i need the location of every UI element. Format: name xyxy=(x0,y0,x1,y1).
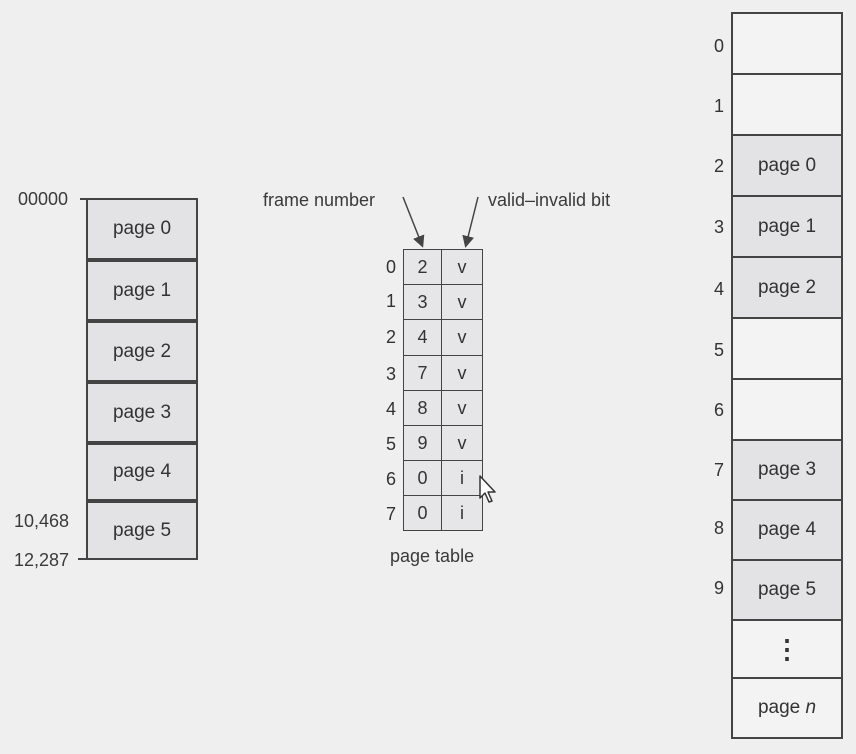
physical-frame-label: page 1 xyxy=(757,215,817,237)
address-end-label: 12,287 xyxy=(14,550,70,570)
physical-frame-index: 2 xyxy=(713,156,724,176)
page-table-index: 3 xyxy=(385,364,396,384)
frame-number-label: frame number xyxy=(263,190,376,210)
physical-frame-label: page 0 xyxy=(757,154,817,176)
physical-frame-6 xyxy=(731,378,843,441)
logical-page-0: page 0 xyxy=(86,198,198,260)
physical-frame-index: 3 xyxy=(713,217,724,237)
logical-page-label: page 3 xyxy=(112,401,172,423)
page-table-frame-cell: 9 xyxy=(403,425,442,461)
physical-frame-2: page 0 xyxy=(731,134,843,197)
physical-frame-index: 9 xyxy=(713,578,724,598)
page-table-index: 0 xyxy=(385,257,396,277)
physical-frame-index: 7 xyxy=(713,460,724,480)
physical-frame-label: page 4 xyxy=(757,519,817,540)
page-table-index: 5 xyxy=(385,434,396,454)
physical-frame-label: page 3 xyxy=(757,459,817,480)
page-table-bit-cell: v xyxy=(441,249,483,285)
physical-frame-index: 1 xyxy=(713,96,724,116)
vertical-ellipsis-icon: ⋮ xyxy=(774,633,800,664)
logical-page-label: page 2 xyxy=(112,340,172,362)
page-n-prefix: page xyxy=(757,697,806,718)
page-table-index: 1 xyxy=(385,291,396,311)
page-table-index: 6 xyxy=(385,469,396,489)
physical-frame-8: page 4 xyxy=(731,499,843,561)
valid-bit-arrow xyxy=(462,196,479,248)
physical-frame-9: page 5 xyxy=(731,559,843,621)
physical-frame-5 xyxy=(731,317,843,380)
page-table-frame-cell: 2 xyxy=(403,249,442,285)
page-table-index: 2 xyxy=(385,327,396,347)
logical-page-5: page 5 xyxy=(86,501,198,560)
logical-page-label: page 5 xyxy=(112,519,172,541)
physical-frame-3: page 1 xyxy=(731,195,843,258)
address-start-label: 00000 xyxy=(18,189,69,209)
address-page5-label: 10,468 xyxy=(14,511,70,531)
page-table-frame-cell: 4 xyxy=(403,319,442,356)
physical-frame-0 xyxy=(731,12,843,75)
logical-page-label: page 0 xyxy=(112,218,172,239)
physical-frame-index: 0 xyxy=(713,36,724,56)
page-table-bit-cell: v xyxy=(441,284,483,320)
physical-frame-ellipsis: ⋮ xyxy=(731,619,843,679)
page-table-index: 7 xyxy=(385,504,396,524)
logical-page-4: page 4 xyxy=(86,443,198,501)
page-table-frame-cell: 3 xyxy=(403,284,442,320)
logical-page-label: page 1 xyxy=(112,279,172,301)
logical-page-2: page 2 xyxy=(86,321,198,382)
logical-page-label: page 4 xyxy=(112,461,172,482)
page-table-frame-cell: 0 xyxy=(403,495,442,531)
valid-invalid-bit-label: valid–invalid bit xyxy=(488,190,611,210)
address-start-tick xyxy=(80,198,88,200)
physical-frame-7: page 3 xyxy=(731,439,843,501)
physical-frame-label: page 5 xyxy=(757,579,817,600)
page-table-frame-cell: 7 xyxy=(403,355,442,391)
page-table-index: 4 xyxy=(385,399,396,419)
page-table-bit-cell: v xyxy=(441,425,483,461)
physical-frame-index: 5 xyxy=(713,340,724,360)
page-n-variable: n xyxy=(805,697,817,718)
physical-frame-label: page 2 xyxy=(757,276,817,298)
mouse-cursor-icon xyxy=(479,475,496,503)
logical-page-1: page 1 xyxy=(86,260,198,321)
page-table-bit-cell: i xyxy=(441,460,483,496)
page-table-bit-cell: v xyxy=(441,390,483,426)
physical-frame-n: page n xyxy=(731,677,843,739)
physical-frame-label: page n xyxy=(758,697,816,719)
physical-frame-index: 6 xyxy=(713,400,724,420)
logical-page-3: page 3 xyxy=(86,382,198,443)
page-table-bit-cell: v xyxy=(441,355,483,391)
frame-number-arrow xyxy=(402,196,425,248)
physical-frame-index: 8 xyxy=(713,518,724,538)
physical-frame-1 xyxy=(731,73,843,136)
page-table-frame-cell: 8 xyxy=(403,390,442,426)
page-table-bit-cell: i xyxy=(441,495,483,531)
page-table-caption: page table xyxy=(390,546,475,566)
physical-frame-4: page 2 xyxy=(731,256,843,319)
physical-frame-index: 4 xyxy=(713,279,724,299)
page-table-bit-cell: v xyxy=(441,319,483,356)
address-end-tick xyxy=(78,558,88,560)
page-table-frame-cell: 0 xyxy=(403,460,442,496)
